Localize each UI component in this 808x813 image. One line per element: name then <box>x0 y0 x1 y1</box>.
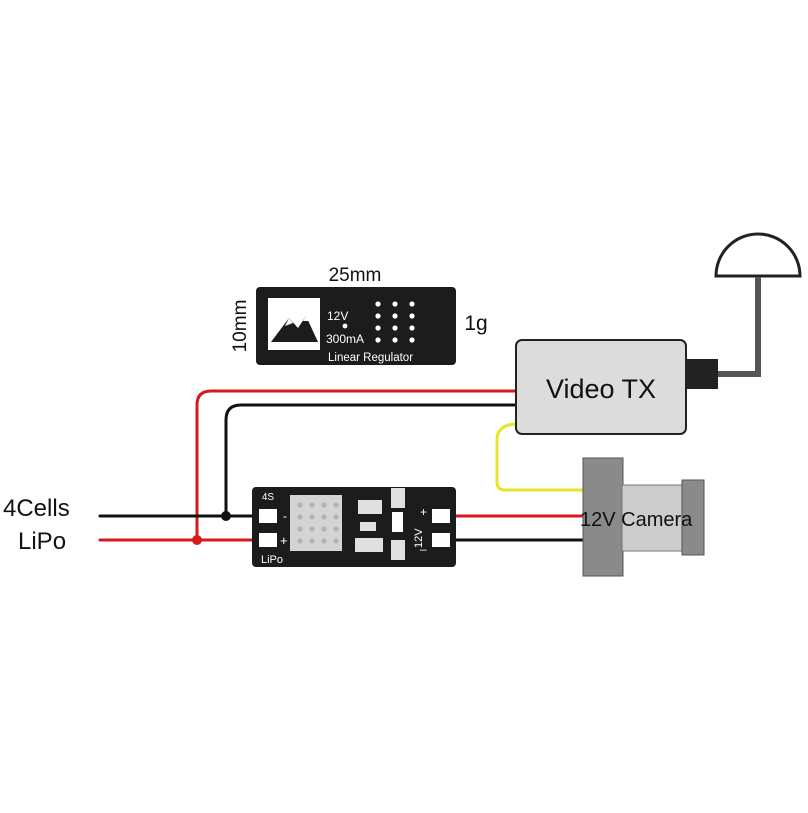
camera-lens-barrel <box>621 484 683 552</box>
smd-part-6 <box>391 540 405 560</box>
wires <box>98 389 586 542</box>
weight-label: 1g <box>464 312 487 335</box>
regulator-current-label: 300mA <box>326 332 364 346</box>
camera: 12V Camera <box>580 457 705 577</box>
antenna-connector <box>686 359 718 389</box>
width-dimension-label: 25mm <box>329 265 382 286</box>
video-signal-wire <box>495 422 586 492</box>
smd-part-4 <box>391 488 405 508</box>
smd-part-2 <box>360 522 376 531</box>
output-plus-sign: + <box>420 505 427 519</box>
input-minus-sign: - <box>283 509 287 523</box>
regulator-type-label: Linear Regulator <box>328 352 413 364</box>
output-minus-sign: _ <box>419 537 427 551</box>
input-plus-sign: + <box>280 533 288 548</box>
smd-part-3 <box>355 538 383 552</box>
regulator-pad-dots <box>342 301 415 343</box>
input-positive-pad <box>259 533 277 547</box>
camera-lens-ring <box>681 479 705 556</box>
module-input-name-label: LiPo <box>261 554 283 566</box>
video-transmitter: Video TX <box>515 232 802 435</box>
output-positive-pad <box>432 509 450 523</box>
height-dimension-label: 10mm <box>230 300 251 353</box>
video-tx-box <box>515 339 687 435</box>
chip-pad-dots <box>297 502 339 544</box>
vtx-negative-wire <box>224 403 518 518</box>
vtx-positive-wire <box>195 389 518 542</box>
module-input-cells-label: 4S <box>262 492 275 503</box>
video-tx-label: Video TX <box>546 374 656 404</box>
input-negative-pad <box>259 509 277 523</box>
antenna-dome-icon <box>714 232 802 278</box>
battery-type-label: LiPo <box>18 528 66 555</box>
positive-junction <box>192 535 202 545</box>
smd-part-1 <box>358 500 382 514</box>
regulator-card: 25mm 10mm 1g 12V 300mA Linear Regulator <box>230 265 488 365</box>
regulator-module: 4S - + LiPo 12V + _ <box>252 487 456 567</box>
smd-part-5 <box>392 512 403 532</box>
module-output-label: 12V <box>413 528 425 548</box>
battery-cells-label: 4Cells <box>3 495 70 522</box>
camera-body <box>582 457 624 577</box>
camera-label: 12V Camera <box>580 509 693 531</box>
negative-junction <box>221 511 231 521</box>
output-negative-pad <box>432 533 450 547</box>
mountain-logo-icon <box>271 316 318 342</box>
regulator-voltage-label: 12V <box>327 309 348 323</box>
